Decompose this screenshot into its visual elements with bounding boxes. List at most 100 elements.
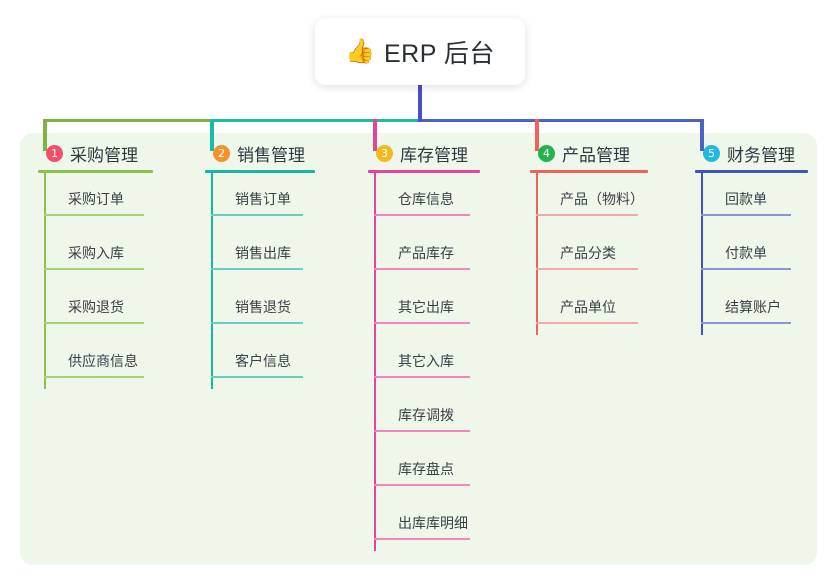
leaf-node[interactable]: 产品分类: [530, 227, 648, 281]
leaf-rule: [374, 322, 470, 324]
root-node-title: ERP 后台: [383, 39, 495, 68]
branch-header-rule-2: [205, 170, 315, 173]
bus-segment-4: [536, 119, 703, 122]
leaf-label: 销售退货: [235, 299, 291, 315]
branch-spine-2: [211, 173, 213, 389]
leaf-label: 库存盘点: [398, 461, 454, 477]
leaf-rule: [211, 322, 303, 324]
branch-column-4: 4 产品管理产品（物料） 产品分类产品单位: [530, 140, 648, 335]
leaf-label: 仓库信息: [398, 191, 454, 207]
branch-header-1[interactable]: 1 采购管理: [38, 140, 153, 166]
leaf-node[interactable]: 客户信息: [205, 335, 315, 389]
thumbs-up-icon: 👍: [345, 37, 375, 65]
branch-items-1: 采购订单采购入库采购退货供应商信息: [38, 173, 153, 389]
leaf-node[interactable]: 其它入库: [368, 335, 480, 389]
leaf-rule: [44, 376, 144, 378]
leaf-label: 产品单位: [560, 299, 616, 315]
branch-spine-4: [536, 173, 538, 335]
leaf-node[interactable]: 回款单: [695, 173, 808, 227]
leaf-rule: [44, 268, 144, 270]
branch-items-4: 产品（物料） 产品分类产品单位: [530, 173, 648, 335]
leaf-rule: [701, 268, 791, 270]
branch-title-4: 产品管理: [562, 145, 630, 165]
leaf-node[interactable]: 销售订单: [205, 173, 315, 227]
branch-column-3: 3 库存管理仓库信息产品库存其它出库其它入库库存调拨库存盘点出库库明细: [368, 140, 480, 551]
leaf-rule: [211, 376, 303, 378]
leaf-node[interactable]: 销售出库: [205, 227, 315, 281]
bus-segment-1: [44, 119, 213, 122]
leaf-label: 产品库存: [398, 245, 454, 261]
branch-header-rule-4: [530, 170, 648, 173]
leaf-rule: [536, 214, 638, 216]
branch-badge-5: 5: [703, 144, 720, 162]
leaf-node[interactable]: 产品单位: [530, 281, 648, 335]
leaf-rule: [374, 268, 470, 270]
leaf-node[interactable]: 出库库明细: [368, 497, 480, 551]
leaf-node[interactable]: 库存盘点: [368, 443, 480, 497]
leaf-rule: [374, 214, 470, 216]
leaf-label: 结算账户: [725, 299, 781, 315]
leaf-node[interactable]: 采购订单: [38, 173, 153, 227]
leaf-label: 采购入库: [68, 245, 124, 261]
leaf-label: 销售出库: [235, 245, 291, 261]
branch-title-3: 库存管理: [400, 145, 468, 165]
branch-badge-1: 1: [46, 144, 63, 162]
branch-header-rule-1: [38, 170, 153, 173]
leaf-node[interactable]: 产品库存: [368, 227, 480, 281]
leaf-node[interactable]: 采购入库: [38, 227, 153, 281]
leaf-label: 采购退货: [68, 299, 124, 315]
leaf-label: 采购订单: [68, 191, 124, 207]
bus-segment-2: [211, 119, 421, 122]
branch-spine-1: [44, 173, 46, 389]
connector-drop-5: [700, 119, 704, 151]
leaf-rule: [701, 214, 791, 216]
leaf-node[interactable]: 供应商信息: [38, 335, 153, 389]
branch-header-3[interactable]: 3 库存管理: [368, 140, 480, 166]
leaf-rule: [374, 430, 470, 432]
leaf-label: 销售订单: [235, 191, 291, 207]
branch-title-5: 财务管理: [727, 145, 795, 165]
root-node-erp-backend[interactable]: 👍 ERP 后台: [315, 18, 525, 85]
leaf-rule: [211, 268, 303, 270]
branch-badge-4: 4: [538, 144, 555, 162]
branch-header-rule-3: [368, 170, 480, 173]
leaf-rule: [44, 322, 144, 324]
leaf-rule: [44, 214, 144, 216]
leaf-rule: [374, 376, 470, 378]
leaf-node[interactable]: 库存调拨: [368, 389, 480, 443]
leaf-node[interactable]: 产品（物料）: [530, 173, 648, 227]
branch-items-2: 销售订单销售出库销售退货客户信息: [205, 173, 315, 389]
branch-title-1: 采购管理: [70, 145, 138, 165]
leaf-label: 其它出库: [398, 299, 454, 315]
leaf-node[interactable]: 付款单: [695, 227, 808, 281]
root-stem: [418, 85, 422, 122]
leaf-rule: [211, 214, 303, 216]
branch-header-4[interactable]: 4 产品管理: [530, 140, 648, 166]
leaf-node[interactable]: 仓库信息: [368, 173, 480, 227]
branch-badge-2: 2: [213, 144, 230, 162]
leaf-node[interactable]: 其它出库: [368, 281, 480, 335]
branch-column-1: 1 采购管理采购订单采购入库采购退货供应商信息: [38, 140, 153, 389]
content-panel: [20, 133, 817, 565]
branch-badge-3: 3: [376, 144, 393, 162]
branch-items-3: 仓库信息产品库存其它出库其它入库库存调拨库存盘点出库库明细: [368, 173, 480, 551]
leaf-node[interactable]: 销售退货: [205, 281, 315, 335]
branch-spine-5: [701, 173, 703, 335]
leaf-label: 产品分类: [560, 245, 616, 261]
branch-header-5[interactable]: 5 财务管理: [695, 140, 808, 166]
leaf-rule: [374, 538, 470, 540]
leaf-rule: [536, 322, 638, 324]
leaf-label: 出库库明细: [398, 515, 468, 531]
leaf-node[interactable]: 结算账户: [695, 281, 808, 335]
leaf-label: 付款单: [725, 245, 767, 261]
leaf-label: 回款单: [725, 191, 767, 207]
leaf-node[interactable]: 采购退货: [38, 281, 153, 335]
branch-header-rule-5: [695, 170, 808, 173]
leaf-label: 其它入库: [398, 353, 454, 369]
connector-drop-2: [210, 119, 214, 151]
leaf-label: 客户信息: [235, 353, 291, 369]
leaf-rule: [374, 484, 470, 486]
